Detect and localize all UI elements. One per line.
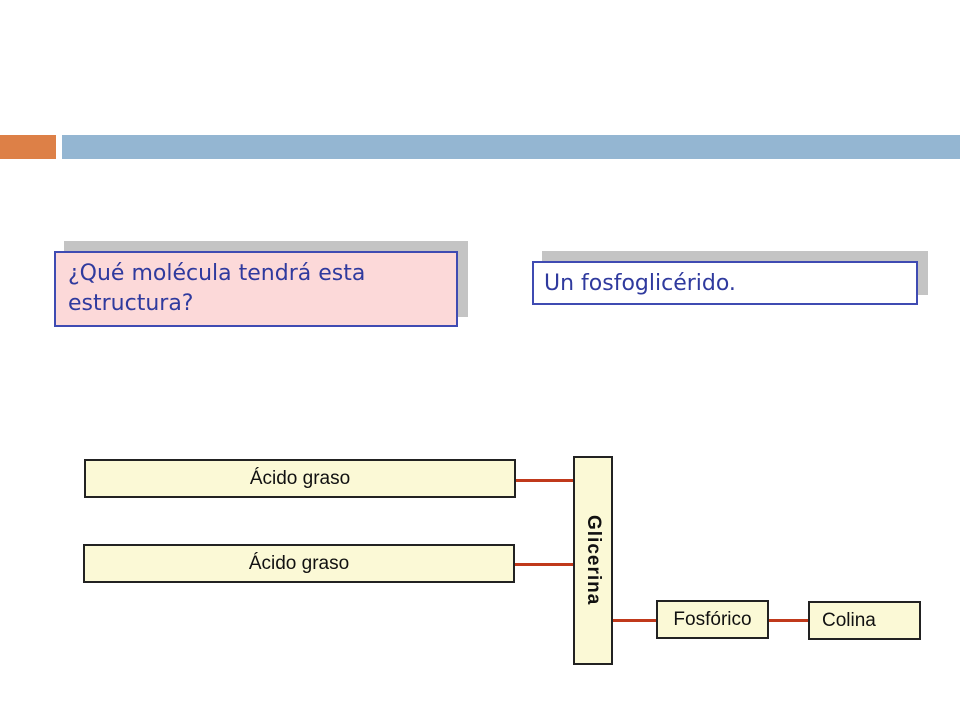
phosphoric-label: Fosfórico <box>673 608 752 630</box>
glycerol-label: Glicerina <box>583 515 604 606</box>
fatty-acid-label-2: Ácido graso <box>248 552 350 574</box>
choline-box: Colina <box>808 601 921 640</box>
answer-text: Un fosfoglicérido. <box>544 271 736 296</box>
fatty-acid-box-1: Ácido graso <box>84 459 516 498</box>
choline-label: Colina <box>822 609 876 631</box>
question-line-2: estructura? <box>68 291 194 316</box>
fatty-acid-label-1: Ácido graso <box>249 467 351 489</box>
glycerol-box: Glicerina <box>573 456 613 665</box>
fatty-acid-box-2: Ácido graso <box>83 544 515 583</box>
question-callout: ¿Qué molécula tendrá esta estructura? <box>54 251 458 327</box>
title-bar <box>62 135 960 159</box>
link-fatty-acid-1-glycerol <box>516 479 573 482</box>
question-line-1: ¿Qué molécula tendrá esta <box>68 261 366 286</box>
link-glycerol-phosphoric <box>613 619 657 622</box>
phosphoric-box: Fosfórico <box>656 600 769 639</box>
link-phosphoric-choline <box>769 619 809 622</box>
answer-callout: Un fosfoglicérido. <box>532 261 918 305</box>
accent-bar <box>0 135 56 159</box>
link-fatty-acid-2-glycerol <box>515 563 573 566</box>
